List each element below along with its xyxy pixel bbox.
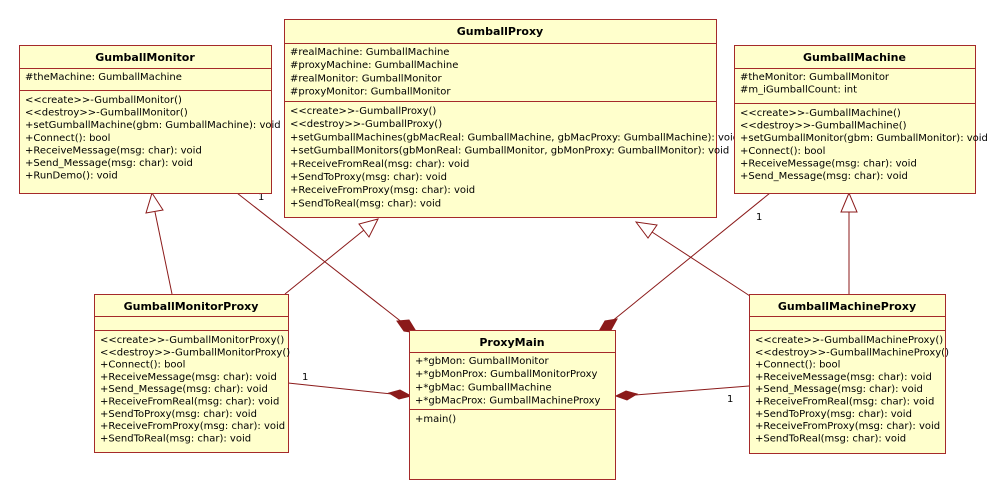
method: +ReceiveMessage(msg: char): void — [755, 372, 932, 383]
class-gumball-monitor[interactable]: GumballMonitor #theMachine: GumballMachin… — [19, 45, 281, 194]
method: <<destroy>>-GumballMonitor() — [25, 108, 188, 119]
method: +SendToProxy(msg: char): void — [290, 172, 447, 183]
composition-line-main-to-monitor — [236, 192, 404, 324]
method: +ReceiveFromReal(msg: char): void — [100, 397, 279, 408]
method: +Connect(): bool — [25, 133, 110, 144]
multiplicity-machine-proxy-to-main: 1 — [727, 394, 733, 405]
class-gumball-monitor-frame — [19, 45, 272, 194]
class-gumball-machine-frame — [734, 45, 976, 194]
composition-diamond-monitor-proxy — [387, 389, 413, 400]
method: <<create>>-GumballProxy() — [290, 106, 436, 117]
method: <<create>>-GumballMonitor() — [25, 95, 182, 106]
method: +ReceiveMessage(msg: char): void — [740, 158, 917, 169]
class-gumball-monitor-proxy[interactable]: GumballMonitorProxy <<create>>-GumballMon… — [94, 294, 290, 453]
method: +Connect(): bool — [740, 146, 825, 157]
attribute: #proxyMonitor: GumballMonitor — [290, 87, 451, 98]
inheritance-arrowhead-machine — [840, 191, 858, 213]
method: <<create>>-GumballMonitorProxy() — [100, 335, 284, 346]
class-name: GumballMachineProxy — [778, 300, 916, 313]
class-name: ProxyMain — [479, 336, 544, 349]
method: +SendToProxy(msg: char): void — [100, 409, 257, 420]
attribute: +*gbMonProx: GumballMonitorProxy — [415, 369, 598, 380]
method: +main() — [415, 414, 456, 425]
method: +Send_Message(msg: char): void — [100, 384, 268, 395]
class-proxy-main-frame — [409, 330, 616, 480]
class-gumball-proxy-frame — [284, 19, 717, 218]
method: +setGumballMachines(gbMacReal: GumballMa… — [290, 132, 739, 143]
method: +RunDemo(): void — [25, 171, 118, 182]
method: +Send_Message(msg: char): void — [740, 171, 908, 182]
composition-line-main-to-monitor-proxy — [287, 382, 393, 395]
method: +ReceiveFromProxy(msg: char): void — [100, 421, 285, 432]
class-name: GumballProxy — [457, 25, 543, 38]
method: +ReceiveMessage(msg: char): void — [25, 145, 202, 156]
method: <<create>>-GumballMachine() — [740, 108, 901, 119]
class-name: GumballMonitorProxy — [124, 300, 259, 313]
inheritance-arrowhead-proxy-right — [634, 221, 658, 239]
method: +Connect(): bool — [100, 360, 185, 371]
method: <<destroy>>-GumballMachineProxy() — [755, 347, 949, 358]
method: +Send_Message(msg: char): void — [25, 158, 193, 169]
class-proxy-main[interactable]: ProxyMain +*gbMon: GumballMonitor +*gbMonP… — [409, 330, 616, 480]
class-boxes: GumballMonitor #theMachine: GumballMachin… — [19, 19, 988, 480]
multiplicity-monitor-to-main: 1 — [258, 192, 264, 203]
class-gumball-machine-proxy-frame — [749, 294, 946, 454]
method: +setGumballMachine(gbm: GumballMachine):… — [25, 120, 281, 131]
attribute: #theMachine: GumballMachine — [25, 72, 182, 83]
multiplicity-monitor-proxy-to-main: 1 — [302, 372, 308, 383]
inheritance-line-monitor-proxy-to-monitor — [154, 211, 173, 295]
class-gumball-proxy[interactable]: GumballProxy #realMachine: GumballMachine… — [284, 19, 739, 218]
method: +ReceiveFromReal(msg: char): void — [755, 397, 934, 408]
connectors: 1 1 1 1 — [145, 191, 858, 405]
attribute: +*gbMon: GumballMonitor — [415, 356, 549, 367]
method: +ReceiveFromProxy(msg: char): void — [290, 185, 475, 196]
class-gumball-machine-proxy[interactable]: GumballMachineProxy <<create>>-GumballMac… — [749, 294, 949, 454]
class-gumball-machine[interactable]: GumballMachine #theMonitor: GumballMonito… — [734, 45, 988, 194]
method: +Send_Message(msg: char): void — [755, 384, 923, 395]
attribute: #realMonitor: GumballMonitor — [290, 73, 442, 84]
class-name: GumballMachine — [803, 51, 906, 64]
multiplicity-machine-to-main: 1 — [756, 212, 762, 223]
method: <<destroy>>-GumballMachine() — [740, 121, 907, 132]
method: +SendToProxy(msg: char): void — [755, 409, 912, 420]
attribute: #m_iGumballCount: int — [740, 85, 857, 96]
class-gumball-monitor-proxy-frame — [94, 294, 289, 453]
composition-diamond-monitor — [396, 319, 418, 334]
method: +ReceiveFromReal(msg: char): void — [290, 159, 469, 170]
method: +ReceiveMessage(msg: char): void — [100, 372, 277, 383]
method: +setGumballMonitors(gbMonReal: GumballMo… — [290, 146, 729, 157]
class-name: GumballMonitor — [95, 51, 195, 64]
attribute: #realMachine: GumballMachine — [290, 47, 449, 58]
method: <<destroy>>-GumballMonitorProxy() — [100, 347, 290, 358]
inheritance-line-machine-proxy-to-proxy — [651, 231, 751, 297]
method: +Connect(): bool — [755, 360, 840, 371]
composition-diamond-machine-proxy — [614, 390, 639, 401]
method: +SendToReal(msg: char): void — [755, 433, 906, 444]
inheritance-arrowhead-monitor — [145, 191, 164, 214]
composition-line-main-to-machine-proxy — [634, 385, 750, 396]
method: +ReceiveFromProxy(msg: char): void — [755, 421, 940, 432]
method: +setGumballMonitor(gbm: GumballMonitor):… — [740, 133, 988, 144]
attribute: #proxyMachine: GumballMachine — [290, 60, 458, 71]
method: +SendToReal(msg: char): void — [100, 433, 251, 444]
composition-line-main-to-machine — [610, 192, 771, 323]
method: +SendToReal(msg: char): void — [290, 198, 441, 209]
method: <<destroy>>-GumballProxy() — [290, 119, 442, 130]
inheritance-arrowhead-proxy-left — [358, 218, 379, 238]
attribute: #theMonitor: GumballMonitor — [740, 72, 890, 83]
method: <<create>>-GumballMachineProxy() — [755, 335, 943, 346]
attribute: +*gbMacProx: GumballMachineProxy — [415, 396, 601, 407]
attribute: +*gbMac: GumballMachine — [415, 382, 552, 393]
